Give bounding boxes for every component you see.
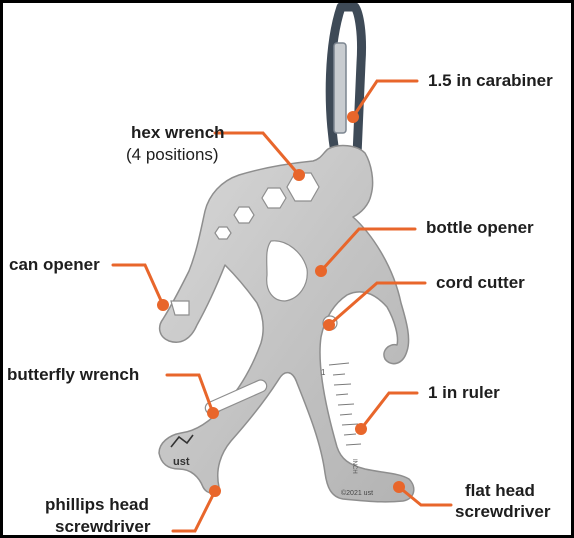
callout-phillips-dot [209, 485, 221, 497]
callout-can-line [111, 263, 165, 307]
label-bottle-opener: bottle opener [426, 218, 534, 237]
ruler-ticks [328, 362, 362, 446]
brand-engraving: ust [173, 456, 190, 468]
label-carabiner: 1.5 in carabiner [428, 71, 553, 90]
callout-butterfly-line [165, 373, 215, 415]
callout-flathead-line [397, 485, 453, 507]
callout-butterfly-dot [207, 407, 219, 419]
callout-hex-line [213, 131, 301, 177]
label-ruler: 1 in ruler [428, 383, 500, 402]
callout-ruler-dot [355, 423, 367, 435]
label-butterfly-wrench: butterfly wrench [7, 365, 140, 384]
callouts [111, 79, 453, 533]
bigfoot-multitool-illustration: ust ©2021 ust 1 INCH [111, 3, 453, 533]
callout-hex-dot [293, 169, 305, 181]
callout-bottle-line [319, 227, 417, 273]
ruler-number: 1 [321, 368, 326, 377]
label-flathead-line2: screwdriver [455, 502, 551, 521]
label-phillips-line1: phillips head [45, 495, 149, 514]
callout-flathead-dot [393, 481, 405, 493]
callout-carabiner-dot [347, 111, 359, 123]
label-hex-positions: (4 positions) [126, 145, 219, 164]
callout-carabiner-line [351, 79, 419, 119]
label-flathead-line1: flat head [465, 481, 535, 500]
hex-wrench-holes [214, 172, 320, 240]
carabiner [325, 3, 366, 172]
multitool-body [158, 144, 415, 503]
ruler-unit: INCH [351, 459, 357, 474]
callout-can-dot [157, 299, 169, 311]
label-can-opener: can opener [9, 255, 100, 274]
label-cord-cutter: cord cutter [436, 273, 525, 292]
callout-bottle-dot [315, 265, 327, 277]
copyright-engraving: ©2021 ust [341, 489, 373, 497]
callout-cord-line [327, 281, 427, 327]
callout-dots [157, 111, 405, 497]
callout-phillips-line [171, 489, 217, 533]
label-hex-wrench: hex wrench [131, 123, 225, 142]
ust-logo: ust [170, 434, 194, 468]
label-phillips-line2: screwdriver [55, 517, 151, 536]
callout-cord-dot [323, 319, 335, 331]
callout-ruler-line [359, 391, 419, 431]
